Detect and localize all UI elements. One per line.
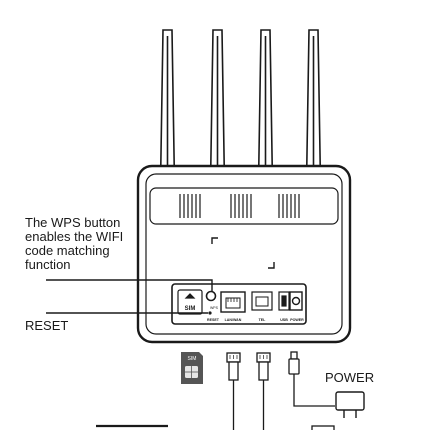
wps-callout-line-1: The WPS button (25, 215, 121, 230)
wps-button[interactable] (205, 290, 217, 302)
tel-port-label: TEL (259, 318, 267, 322)
wps-callout-text: The WPS button enables the WIFI code mat… (25, 216, 155, 272)
wps-label: WPS (210, 306, 219, 310)
power-port[interactable] (289, 291, 303, 311)
sim-card-label: SIM (188, 356, 197, 362)
router-icon (136, 164, 352, 344)
port-label-row: RESET LAN/WAN TEL USB POWER (207, 318, 304, 322)
wps-callout-line-4: function (25, 257, 71, 272)
reset-button[interactable] (208, 311, 212, 315)
usb-port[interactable] (278, 291, 290, 311)
reset-port-label: RESET (207, 318, 220, 322)
wps-callout-line (46, 279, 213, 292)
sim-slot (177, 289, 203, 315)
lan-wan-port[interactable] (220, 291, 246, 313)
lan-wan-port-label: LAN/WAN (225, 318, 242, 322)
power-port-label: POWER (290, 318, 304, 322)
sim-card-icon (181, 352, 203, 384)
tel-port[interactable] (251, 291, 273, 311)
ethernet-plug-icon (256, 352, 271, 430)
sim-slot-label: SIM (185, 306, 196, 312)
usb-plug-icon (288, 351, 335, 407)
usb-port-label: USB (280, 318, 288, 322)
bottom-box (311, 425, 335, 430)
power-callout-text: POWER (325, 370, 375, 385)
wps-callout-line-3: code matching (25, 243, 110, 258)
ethernet-plug-icon (226, 352, 241, 430)
wps-callout-line-2: enables the WIFI (25, 229, 124, 244)
power-adapter-icon (335, 391, 365, 418)
reset-callout-text: RESET (25, 318, 69, 333)
